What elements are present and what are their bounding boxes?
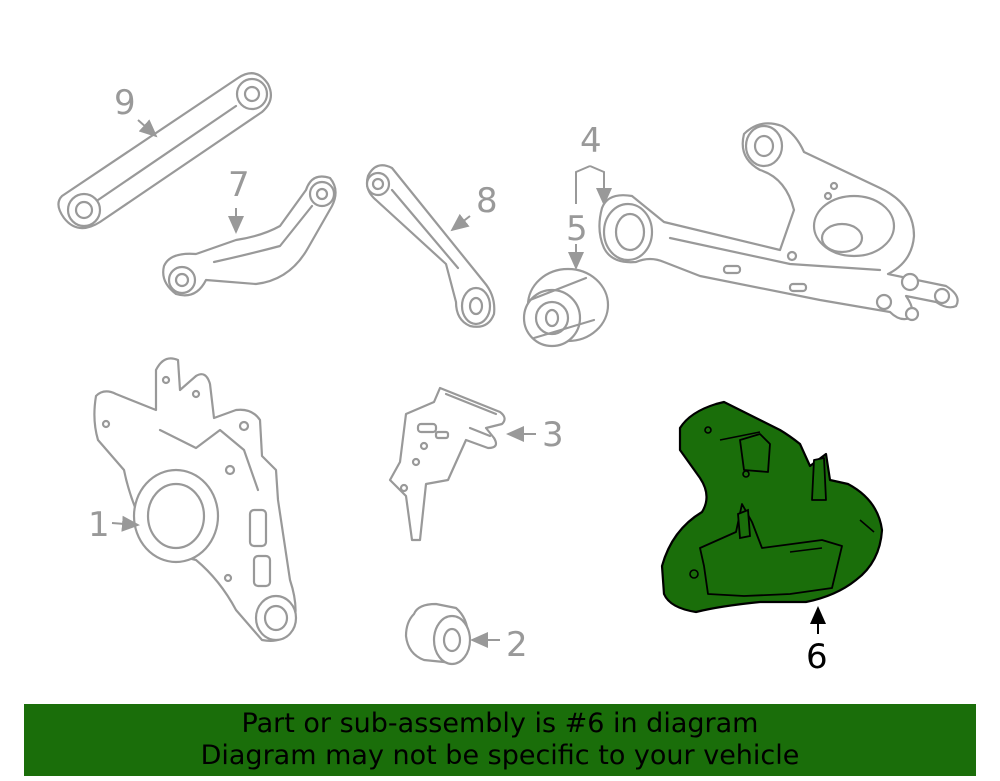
banner-line-2: Diagram may not be specific to your vehi… [200, 740, 800, 771]
leader-4b [589, 165, 612, 206]
part-8-toe-link[interactable] [365, 164, 496, 328]
leader-9 [137, 119, 158, 138]
part-3-bracket[interactable] [388, 386, 506, 542]
banner-line-1: Part or sub-assembly is #6 in diagram [241, 708, 759, 739]
callout-5: 5 [566, 209, 588, 249]
part-5-bushing[interactable] [522, 267, 610, 348]
parts-diagram: 9 7 8 4 5 1 3 2 6 [57, 72, 959, 677]
callout-1: 1 [88, 505, 110, 545]
part-6-shield-highlighted[interactable] [660, 400, 884, 614]
part-2-bushing[interactable] [404, 602, 472, 666]
leader-8 [450, 213, 471, 232]
info-banner: Part or sub-assembly is #6 in diagram Di… [24, 704, 976, 776]
callout-6: 6 [806, 637, 828, 677]
leader-1 [111, 515, 140, 532]
callout-9: 9 [114, 83, 136, 123]
part-9-control-arm[interactable] [57, 72, 273, 230]
callout-8: 8 [476, 181, 498, 221]
leader-lines [111, 119, 826, 648]
part-1-knuckle[interactable] [93, 357, 298, 642]
leader-4a [575, 165, 591, 204]
callout-4: 4 [580, 121, 602, 161]
part-7-camber-link[interactable] [162, 175, 337, 297]
part-4-lower-control-arm[interactable] [598, 122, 959, 322]
callout-2: 2 [506, 625, 528, 665]
callout-3: 3 [542, 415, 564, 455]
callout-7: 7 [228, 165, 250, 205]
